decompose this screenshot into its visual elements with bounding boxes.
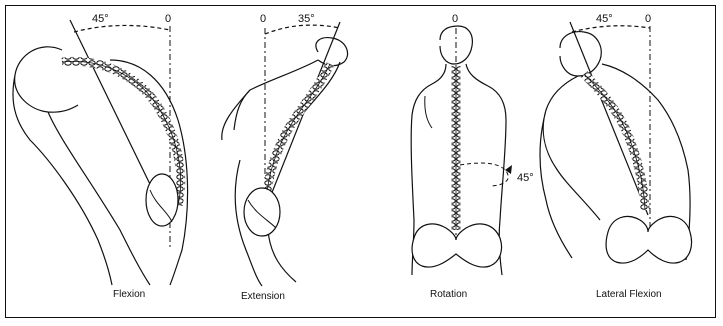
lateral-flexion-pelvis <box>606 216 691 263</box>
rotation-caption: Rotation <box>430 289 467 300</box>
flexion-pelvis <box>146 174 178 226</box>
lateral-flexion-angle-arc <box>572 26 650 32</box>
lateral-flexion-motion-line <box>570 22 648 215</box>
extension-body-outline <box>234 38 348 286</box>
flexion-angle-arc <box>74 25 170 32</box>
extension-angle-arc <box>265 25 340 34</box>
extension-angle-label: 35° <box>298 13 315 25</box>
panel-rotation: 0 45° Rotation <box>411 13 533 300</box>
lateral-flexion-zero-label: 0 <box>645 13 651 25</box>
rotation-angle-label: 45° <box>517 172 534 184</box>
extension-spine <box>266 64 330 210</box>
rotation-zero-label: 0 <box>452 13 458 25</box>
lateral-flexion-angle-label: 45° <box>596 13 613 25</box>
lateral-flexion-caption: Lateral Flexion <box>596 289 662 300</box>
panel-lateral-flexion: 45° 0 Lateral Flexion <box>540 13 692 300</box>
rotation-arc <box>460 163 508 186</box>
rotation-pelvis <box>412 224 501 267</box>
flexion-angle-label: 45° <box>92 13 109 25</box>
panel-extension: 0 35° Extension <box>222 13 348 302</box>
extension-pelvis <box>244 188 280 236</box>
extension-caption: Extension <box>241 291 285 302</box>
extension-zero-label: 0 <box>260 13 266 25</box>
extension-motion-line <box>265 22 340 210</box>
lateral-flexion-spine <box>584 74 645 210</box>
panel-flexion: 45° 0 Flexion <box>13 13 188 300</box>
flexion-zero-label: 0 <box>165 13 171 25</box>
flexion-caption: Flexion <box>113 289 145 300</box>
